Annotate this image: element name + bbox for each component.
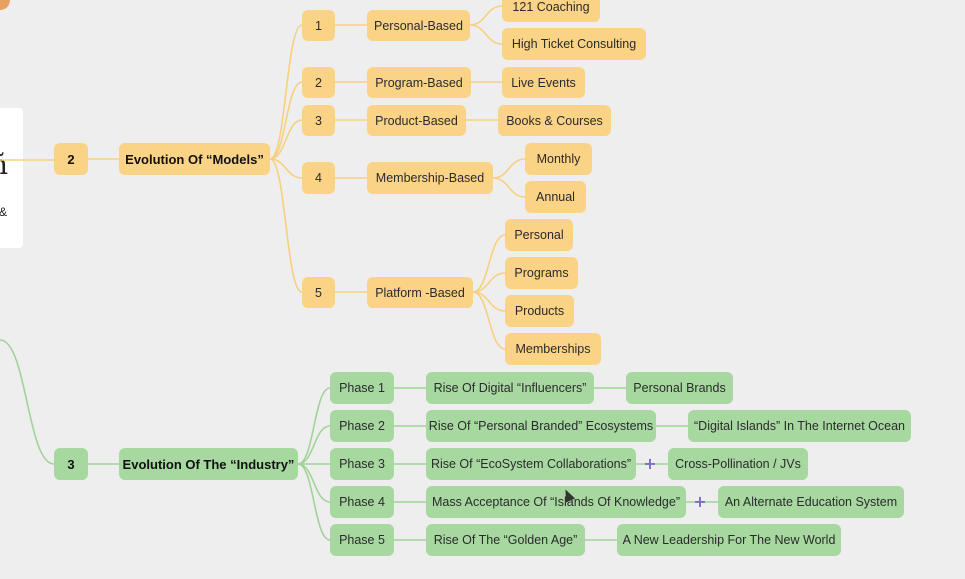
phase-node[interactable]: Phase 5 (330, 524, 394, 556)
model-type-node[interactable]: Product-Based (367, 105, 466, 136)
model-number-node[interactable]: 2 (302, 67, 335, 98)
figure-glyph-icon: ñ (0, 148, 8, 181)
model-type-node[interactable]: Membership-Based (367, 162, 493, 194)
industry-title-node[interactable]: Evolution Of The “Industry” (119, 448, 298, 480)
add-connection-plus-icon[interactable]: + (643, 454, 657, 473)
model-number-node[interactable]: 5 (302, 277, 335, 308)
model-child-node[interactable]: Personal (505, 219, 573, 251)
connector (269, 119, 303, 160)
add-connection-plus-icon[interactable]: + (693, 492, 707, 511)
model-child-node[interactable]: 121 Coaching (502, 0, 600, 22)
phase-result-node[interactable]: An Alternate Education System (718, 486, 904, 518)
model-child-node[interactable]: Monthly (525, 143, 592, 175)
model-number-node[interactable]: 1 (302, 10, 335, 41)
model-number-node[interactable]: 3 (302, 105, 335, 136)
model-child-node[interactable]: Programs (505, 257, 578, 289)
phase-node[interactable]: Phase 2 (330, 410, 394, 442)
connector (297, 463, 331, 541)
connector (269, 158, 303, 293)
model-type-node[interactable]: Program-Based (367, 67, 471, 98)
phase-node[interactable]: Phase 3 (330, 448, 394, 480)
connector (469, 24, 503, 45)
phase-rise-node[interactable]: Rise Of Digital “Influencers” (426, 372, 594, 404)
phase-result-node[interactable]: Personal Brands (626, 372, 733, 404)
connector (472, 234, 506, 293)
model-child-node[interactable]: High Ticket Consulting (502, 28, 646, 60)
phase-rise-node[interactable]: Rise Of “EcoSystem Collaborations” (426, 448, 636, 480)
connector (297, 425, 331, 465)
model-child-node[interactable]: Live Events (502, 67, 585, 98)
model-child-node[interactable]: Memberships (505, 333, 601, 365)
connector (469, 5, 503, 26)
left-card[interactable]: ñ & (0, 108, 23, 248)
connector (492, 177, 526, 198)
left-card-text: & (0, 205, 7, 219)
connector (269, 24, 303, 160)
connector (472, 272, 506, 293)
model-child-node[interactable]: Annual (525, 181, 586, 213)
phase-result-node[interactable]: “Digital Islands” In The Internet Ocean (688, 410, 911, 442)
phase-rise-node[interactable]: Rise Of The “Golden Age” (426, 524, 585, 556)
phase-result-node[interactable]: Cross-Pollination / JVs (668, 448, 808, 480)
connector (269, 81, 303, 160)
phase-node[interactable]: Phase 1 (330, 372, 394, 404)
model-type-node[interactable]: Platform -Based (367, 277, 473, 308)
phase-result-node[interactable]: A New Leadership For The New World (617, 524, 841, 556)
model-number-node[interactable]: 4 (302, 162, 335, 194)
phase-rise-node[interactable]: Mass Acceptance Of “Islands Of Knowledge… (426, 486, 686, 518)
phase-rise-node[interactable]: Rise Of “Personal Branded” Ecosystems (426, 410, 656, 442)
model-child-node[interactable]: Books & Courses (498, 105, 611, 136)
model-child-node[interactable]: Products (505, 295, 574, 327)
connector (0, 339, 55, 465)
connector (297, 463, 331, 503)
model-type-node[interactable]: Personal-Based (367, 10, 470, 41)
industry-number-node[interactable]: 3 (54, 448, 88, 480)
connector (492, 158, 526, 179)
models-number-node[interactable]: 2 (54, 143, 88, 175)
models-title-node[interactable]: Evolution Of “Models” (119, 143, 270, 175)
connector (472, 291, 506, 350)
phase-node[interactable]: Phase 4 (330, 486, 394, 518)
connector (269, 158, 303, 179)
corner-node-fragment (0, 0, 10, 10)
connector (297, 387, 331, 465)
